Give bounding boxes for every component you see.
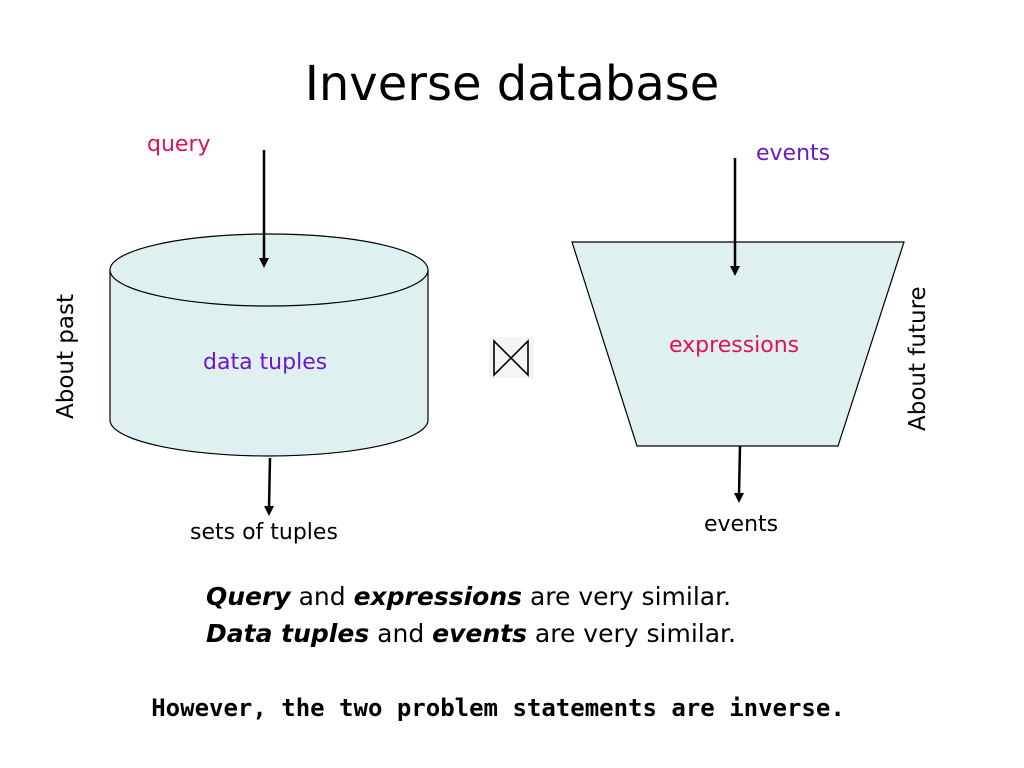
caption-similar-1: are very similar.	[522, 582, 732, 611]
about-past-label: About past	[53, 293, 79, 419]
cylinder-body	[109, 270, 429, 457]
query-label: query	[147, 132, 211, 157]
events-output-label: events	[704, 512, 779, 537]
caption-line-1: Query and expressions are very similar.	[206, 582, 731, 611]
caption-events-term: events	[432, 619, 527, 648]
events-output-arrow	[734, 445, 744, 503]
about-future-label: About future	[905, 286, 931, 431]
database-cylinder	[109, 233, 429, 457]
caption-expressions-term: expressions	[353, 582, 523, 611]
caption-similar-2: are very similar.	[526, 619, 736, 648]
data-tuples-label: data tuples	[203, 350, 328, 375]
sets-of-tuples-label: sets of tuples	[190, 520, 338, 545]
query-arrow	[259, 150, 269, 268]
expressions-trapezoid	[571, 241, 905, 447]
caption-data-tuples-term: Data tuples	[206, 619, 370, 648]
cylinder-top	[109, 233, 429, 307]
events-input-label: events	[756, 141, 831, 166]
caption-line-2: Data tuples and events are very similar.	[206, 619, 736, 648]
caption-and-1: and	[290, 582, 354, 611]
expressions-label: expressions	[669, 333, 800, 358]
page-title: Inverse database	[304, 56, 720, 112]
join-symbol-icon	[489, 337, 534, 378]
caption-and-2: and	[369, 619, 433, 648]
conclusion-text: However, the two problem statements are …	[151, 694, 845, 722]
events-input-arrow	[730, 158, 740, 276]
tuples-output-arrow	[264, 457, 274, 516]
caption-query-term: Query	[206, 582, 291, 611]
